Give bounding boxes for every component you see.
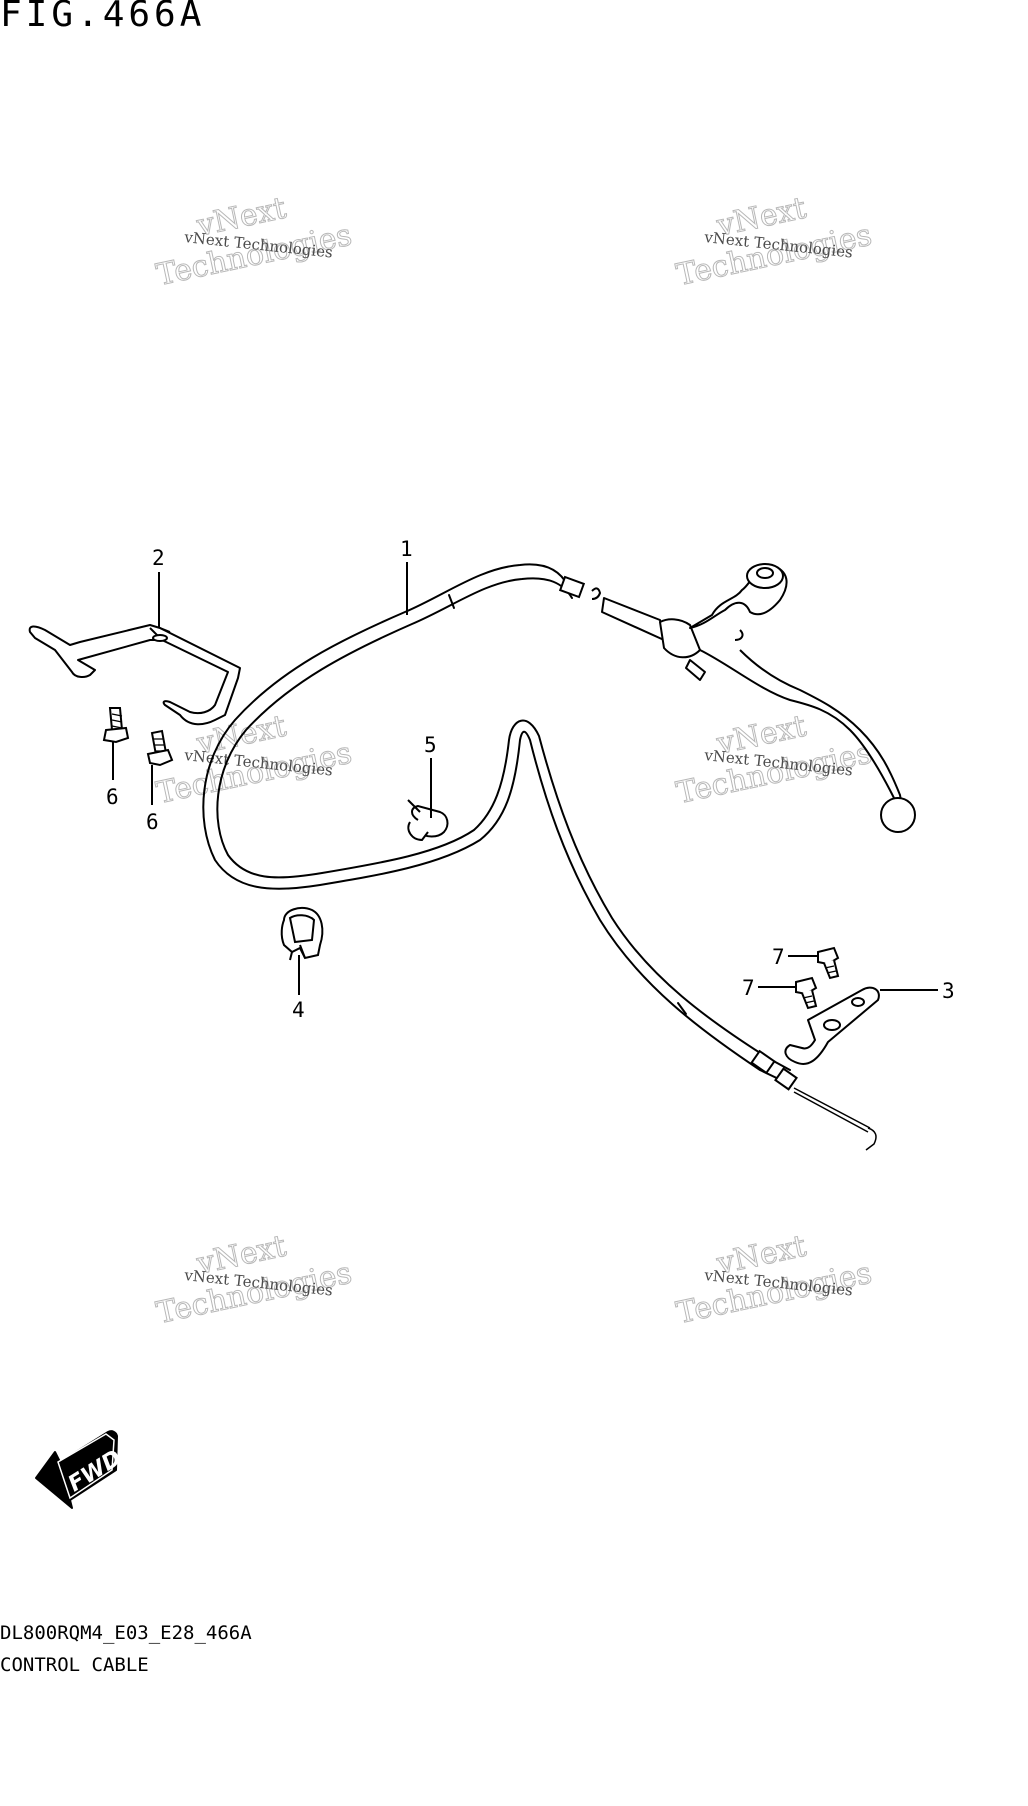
callout-label: 7 (742, 976, 755, 1000)
callout-label: 6 (106, 785, 119, 809)
cable-bracket-3 (784, 986, 880, 1065)
callout-label: 4 (292, 998, 305, 1022)
clamp-4 (280, 907, 324, 961)
cable-lower-end (750, 1049, 877, 1151)
bolt-7-upper (817, 946, 840, 980)
callout-7-lower[interactable]: 7 (742, 976, 796, 1000)
bolt-6-left (102, 707, 130, 744)
callout-4[interactable]: 4 (292, 955, 305, 1022)
bolt-6-right (146, 729, 174, 767)
callout-3[interactable]: 3 (880, 979, 955, 1003)
callout-label: 6 (146, 810, 159, 834)
callout-1[interactable]: 1 (400, 537, 413, 615)
callout-2[interactable]: 2 (152, 546, 165, 628)
fwd-direction-badge: FWD (35, 1430, 126, 1509)
callout-5[interactable]: 5 (424, 733, 437, 818)
callout-6-right[interactable]: 6 (146, 765, 159, 834)
callout-label: 5 (424, 733, 437, 757)
clamp-5 (407, 799, 449, 842)
callout-label: 3 (942, 979, 955, 1003)
cable-lever-ferrule (558, 575, 602, 600)
diagram-name: CONTROL CABLE (0, 1654, 149, 1676)
diagram-code: DL800RQM4_E03_E28_466A (0, 1622, 252, 1644)
callout-label: 7 (772, 945, 785, 969)
callout-label: 2 (152, 546, 165, 570)
cable-holder-bracket (28, 624, 241, 726)
bolt-7-lower (795, 976, 818, 1010)
callout-label: 1 (400, 537, 413, 561)
control-cable (202, 563, 791, 1083)
clutch-lever-assembly (601, 563, 916, 833)
figure-title: FIG.466A (0, 0, 206, 35)
callout-6-left[interactable]: 6 (106, 742, 119, 809)
callout-7-upper[interactable]: 7 (772, 945, 818, 969)
callout-group: 1 2 3 4 5 6 6 7 (106, 537, 955, 1022)
watermark-group: vNext Technologies vNext Technologies vN… (153, 190, 875, 1331)
